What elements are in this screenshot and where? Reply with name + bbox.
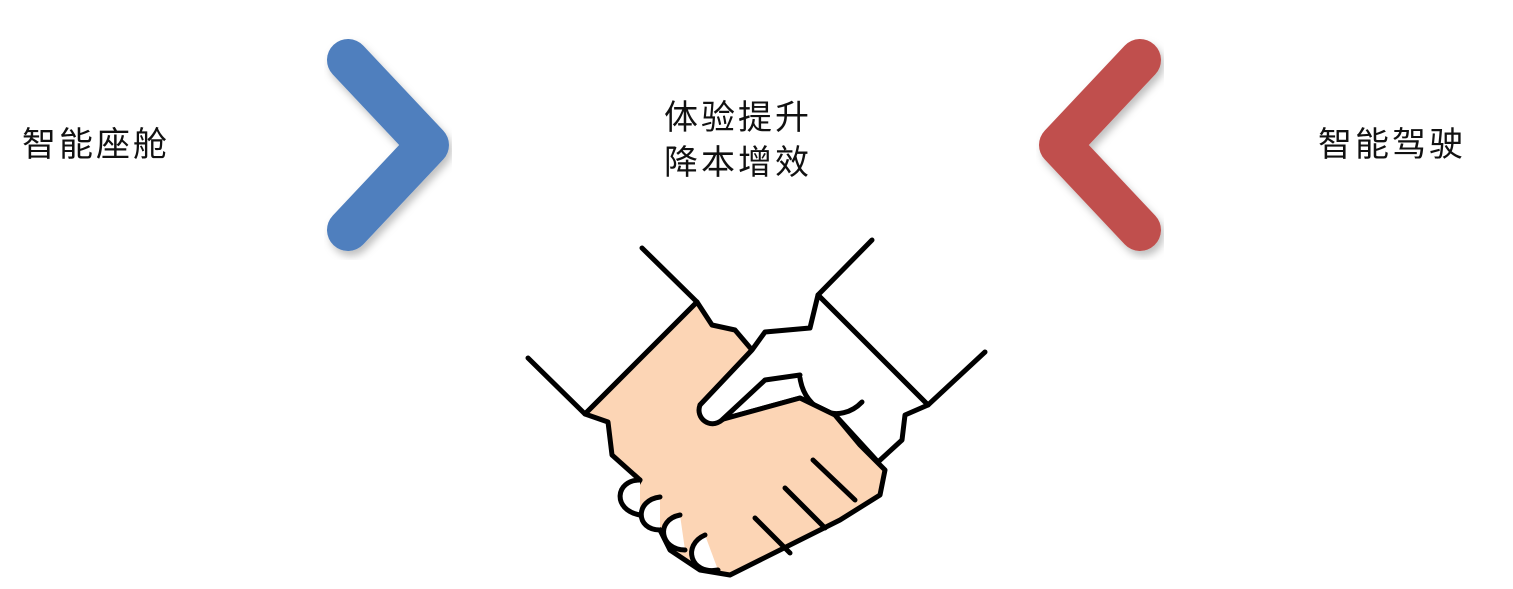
experience-improvement-label: 体验提升 bbox=[664, 98, 812, 138]
chevron-left-icon bbox=[1039, 39, 1161, 251]
smart-driving-label: 智能驾驶 bbox=[1318, 125, 1466, 165]
smart-cockpit-label: 智能座舱 bbox=[22, 125, 170, 165]
handshake-icon bbox=[525, 237, 988, 578]
cost-efficiency-label: 降本增效 bbox=[664, 143, 812, 183]
chevron-right-icon bbox=[327, 39, 449, 251]
